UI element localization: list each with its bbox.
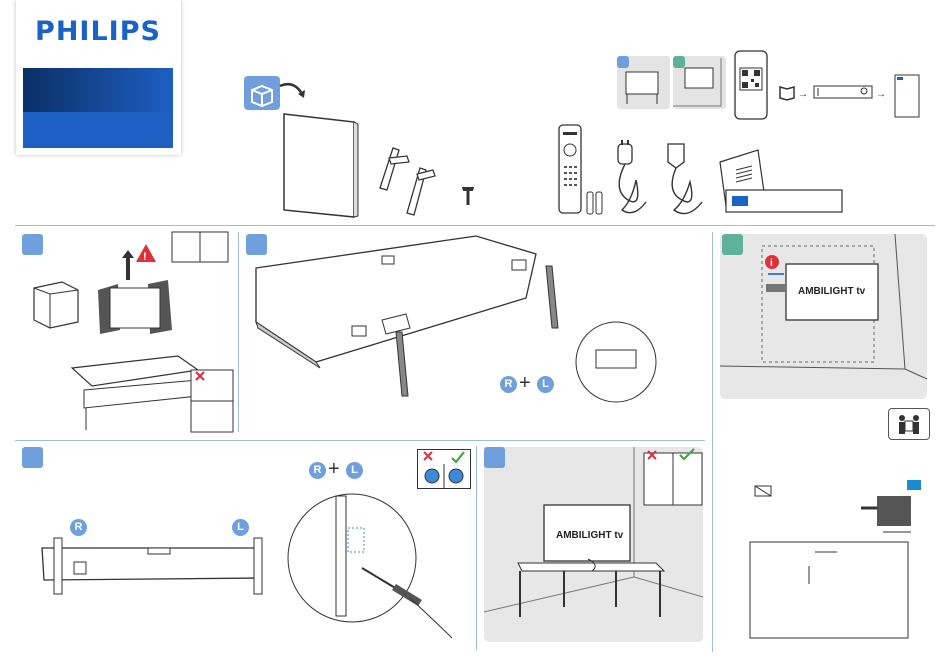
step-3-marker [22,447,43,468]
arrow-icon [278,82,308,102]
wall-option-box [673,56,726,109]
logo-band-top [23,68,173,112]
svg-text:i: i [770,258,773,269]
stand-label-l: L [537,376,554,393]
section-divider [476,446,477,650]
wall-mount-panel: i AMBILIGHT tv [720,234,927,399]
tv-screen-label: AMBILIGHT tv [798,286,865,297]
table-setup-panel: AMBILIGHT tv [484,447,703,642]
power-cable-eu-illustration [612,140,652,220]
two-person-icon [888,408,930,440]
stand-label-l-screw: L [346,462,363,479]
section-divider [238,232,239,432]
tv-panel-illustration [282,112,362,222]
stand-option-box [617,56,670,109]
search-bar-illustration: → → [778,84,898,104]
svg-text:!: ! [143,251,147,263]
power-cable-uk-illustration [664,140,708,220]
book-icon [780,87,794,100]
open-box-icon [244,76,280,110]
section-divider [712,232,713,652]
plus-sign-step3: + [328,458,340,481]
svg-text:→: → [876,89,886,100]
stand-label-l-step3: L [232,519,249,536]
tv-screen-label-table: AMBILIGHT tv [556,530,623,541]
philips-logo: PHILIPS [16,0,181,155]
screw-icon [461,185,475,207]
vesa-illustration [745,480,935,600]
check-icon [452,452,464,462]
unpacking-illustration: ! [28,230,238,430]
stand-label-r-step3: R [70,519,87,536]
section-divider [15,440,705,441]
manual-page-icon [894,74,920,118]
cross-icon [424,452,432,460]
documents-illustration [716,148,846,218]
batteries-icon [586,190,604,216]
stand-attachment-illustration [246,232,706,432]
section-divider [15,225,935,226]
stand-label-r: R [500,376,517,393]
stand-label-r-screw: R [309,462,326,479]
qr-code-icon [734,50,768,122]
tv-with-stands-illustration [38,538,278,608]
logo-wordmark: PHILIPS [16,16,180,47]
svg-text:→: → [798,89,808,100]
logo-band-bottom [23,112,173,148]
plus-sign: + [519,372,531,395]
stand-legs-illustration [375,138,455,218]
remote-control-illustration [558,124,584,216]
screw-check-box [417,449,471,489]
screwdriver-illustration [292,488,462,648]
